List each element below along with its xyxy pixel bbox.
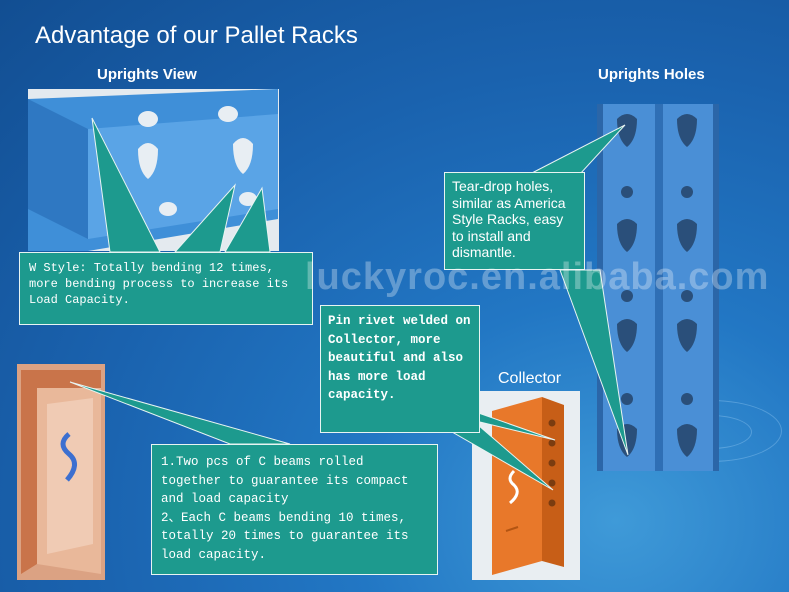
callout-c-beams-point-2: 2、Each C beams bending 10 times, totally… bbox=[161, 510, 409, 562]
callout-c-beams: 1.Two pcs of C beams rolled together to … bbox=[151, 444, 438, 575]
callout-c-beams-point-1: 1.Two pcs of C beams rolled together to … bbox=[161, 455, 409, 506]
pointer-tear-drop bbox=[529, 124, 626, 175]
callout-tear-drop: Tear-drop holes, similar as America Styl… bbox=[444, 172, 585, 270]
collector-photo bbox=[472, 391, 580, 580]
page-title: Advantage of our Pallet Racks bbox=[35, 22, 358, 49]
callout-tear-drop-text: Tear-drop holes, similar as America Styl… bbox=[452, 178, 566, 260]
c-beam-photo bbox=[17, 364, 105, 580]
label-uprights-view: Uprights View bbox=[97, 66, 197, 83]
callout-pin-rivet: Pin rivet welded on Collector, more beau… bbox=[320, 305, 480, 433]
pointer-w-style bbox=[91, 117, 161, 253]
watermark: luckyroc.en.alibaba.com bbox=[305, 256, 770, 298]
label-collector: Collector bbox=[498, 370, 562, 387]
pointer-tear-drop bbox=[559, 269, 629, 456]
label-uprights-holes: Uprights Holes bbox=[598, 66, 705, 83]
callout-w-style-text: W Style: Totally bending 12 times, more … bbox=[29, 261, 289, 307]
callout-pin-rivet-text: Pin rivet welded on Collector, more beau… bbox=[328, 314, 471, 402]
callout-w-style: W Style: Totally bending 12 times, more … bbox=[19, 252, 313, 325]
pointer-c-beams bbox=[69, 381, 291, 445]
pointer-w-style bbox=[173, 183, 236, 253]
